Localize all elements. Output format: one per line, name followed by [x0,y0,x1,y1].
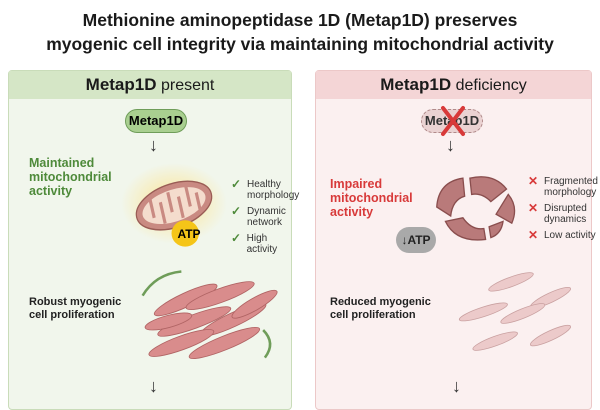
feature-text: High activity [246,233,278,255]
caption-line: cell proliferation [330,309,416,321]
status-line: mitochondrial [330,191,413,205]
down-arrow-icon: ↓ [452,376,461,396]
status-line: mitochondrial [29,170,112,184]
caption-line: cell proliferation [29,309,115,321]
feature-text: dynamics [544,214,587,225]
down-arrow-icon: ↓ [149,376,158,396]
feature-text: morphology [247,190,300,201]
caption-line: Reduced myogenic [330,296,431,308]
metap1d-pill: Metap1D [125,109,187,133]
check-icon: ✓ [231,231,242,245]
status-line: Impaired [330,177,383,191]
title-line-1: Methionine aminopeptidase 1D (Metap1D) p… [82,10,518,30]
status-line: Maintained [29,156,95,170]
feature-text: Healthy [247,179,281,190]
caption-line: Robust myogenic [29,296,122,308]
check-icon: ✓ [231,204,242,218]
down-arrow-icon: ↓ [149,135,158,155]
feature-item: ✓ High activity [231,231,299,255]
status-line: activity [330,205,374,219]
panel-header: Metap1D deficiency [316,71,591,99]
title-line-2: myogenic cell integrity via maintaining … [46,34,554,54]
x-icon: ✕ [528,201,539,215]
feature-text: network [247,217,283,228]
x-icon: ✕ [528,228,539,242]
fragmented-mitochondrion-icon [436,176,516,241]
feature-text: morphology [544,187,597,198]
healthy-mitochondrion-icon [121,163,227,247]
figure-title: Methionine aminopeptidase 1D (Metap1D) p… [0,8,600,56]
cross-icon [441,106,465,136]
atp-decrease-badge: ↓ATP [396,227,436,253]
feature-text: Dynamic [247,206,286,217]
header-rest: present [160,77,215,94]
header-bold: Metap1D [85,75,157,94]
check-icon: ✓ [231,177,242,191]
x-icon: ✕ [528,174,539,188]
atp-badge: ATP [177,227,201,241]
sparse-myocytes-illustration [458,272,572,351]
header-rest: deficiency [455,77,527,94]
panel-header: Metap1D present [9,71,291,99]
dense-myocytes-illustration [141,270,278,359]
feature-text: Low activity [544,230,596,241]
header-bold: Metap1D [380,75,452,94]
status-line: activity [29,184,73,198]
feature-text: Fragmented [544,176,598,187]
down-arrow-icon: ↓ [446,135,455,155]
feature-item: ✕ Low activity [528,228,598,242]
feature-text: Disrupted [544,203,587,214]
panel-deficiency: Metap1D deficiency Metap1D ↓ Impairedmit… [315,70,598,410]
